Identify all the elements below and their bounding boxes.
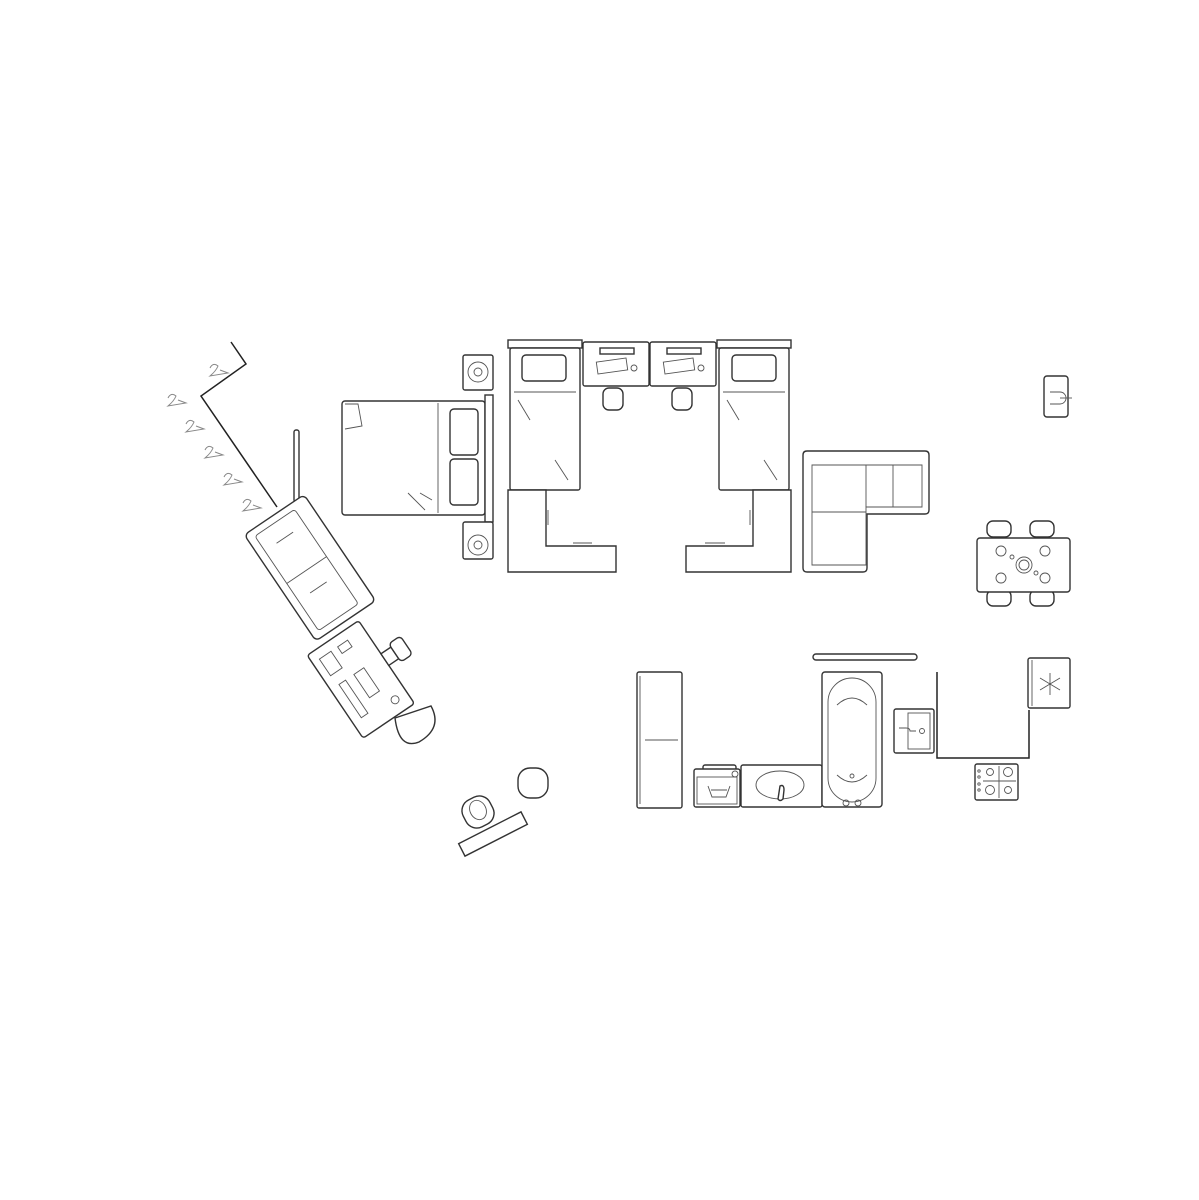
toilet	[457, 767, 549, 858]
nightstand	[462, 521, 494, 560]
bathroom-sink	[740, 764, 823, 808]
towel-rail	[812, 653, 918, 661]
armchair	[394, 705, 436, 745]
light-switch-icon	[1043, 375, 1072, 418]
kitchen-sink	[893, 708, 935, 754]
chair	[671, 387, 693, 411]
kitchen-counter-wall	[936, 672, 1030, 759]
living-area	[245, 495, 375, 640]
corner-sofa	[802, 450, 930, 573]
chair	[1029, 520, 1055, 538]
kids-room	[507, 339, 792, 573]
hanger-icon	[166, 363, 263, 512]
bidet	[517, 767, 549, 799]
double-bed	[341, 354, 494, 560]
pillow	[449, 408, 479, 456]
freezer	[1027, 657, 1071, 709]
washing-machine	[693, 764, 741, 808]
l-shaped-desk	[507, 489, 617, 573]
mirror	[293, 429, 300, 503]
cooktop	[974, 763, 1019, 801]
washing-symbol-icon	[707, 785, 731, 798]
closet	[166, 341, 278, 512]
tv-unit	[307, 621, 415, 738]
closet-wall	[199, 341, 278, 508]
snowflake-icon	[1039, 673, 1061, 695]
faucet-icon	[777, 784, 785, 802]
l-shaped-desk	[685, 489, 792, 573]
dining-table	[976, 520, 1071, 607]
fridge	[636, 671, 683, 809]
chair	[986, 520, 1012, 538]
pillow	[449, 458, 479, 506]
chair	[602, 387, 624, 411]
bathtub	[812, 653, 918, 808]
nightstand	[462, 354, 494, 391]
